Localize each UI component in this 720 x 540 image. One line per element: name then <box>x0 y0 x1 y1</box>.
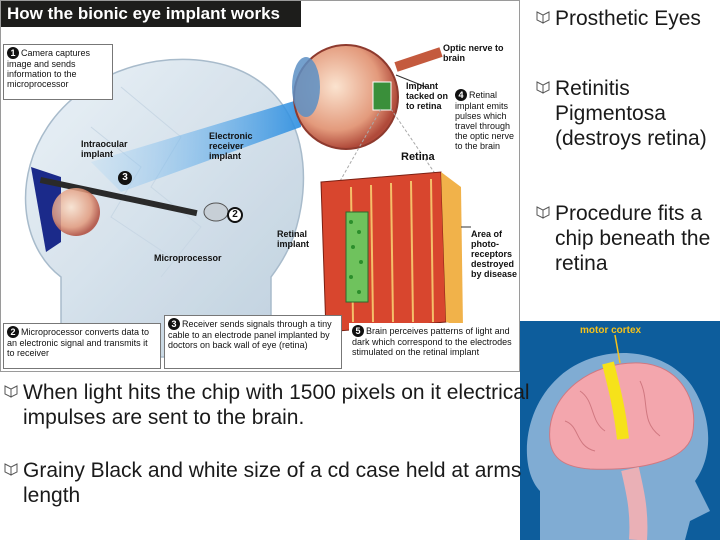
brain-illustration <box>526 334 710 540</box>
motor-cortex-label: motor cortex <box>580 325 642 336</box>
bullet-item: Grainy Black and white size of a cd case… <box>4 458 543 508</box>
bullet-text: Procedure fits a chip beneath the retina <box>555 202 711 275</box>
bullet-marker-icon <box>536 81 550 94</box>
intraocular-implant-label: Intraocular implant <box>81 139 128 159</box>
bullet-item: Retinitis Pigmentosa (destroys retina) <box>536 76 720 151</box>
bullet-text: When light hits the chip with 1500 pixel… <box>23 381 530 429</box>
step-2-text: Microprocessor converts data to an elect… <box>7 327 150 358</box>
step-4-number: 4 <box>455 89 467 101</box>
bullet-marker-icon <box>536 206 550 219</box>
bullet-text: Retinitis Pigmentosa (destroys retina) <box>555 77 707 150</box>
step-1-number: 1 <box>7 47 19 59</box>
bullet-text: Grainy Black and white size of a cd case… <box>23 459 522 507</box>
bullet-item: When light hits the chip with 1500 pixel… <box>4 380 543 430</box>
bullet-marker-icon <box>4 385 18 398</box>
step-2-marker: 2 <box>227 207 243 223</box>
step-3-number: 3 <box>168 318 180 330</box>
bullet-item: Prosthetic Eyes <box>536 6 720 31</box>
bullet-marker-icon <box>536 11 550 24</box>
bionic-eye-infographic: How the bionic eye implant works <box>0 0 520 372</box>
optic-nerve-label: Optic nerve to brain <box>443 43 504 63</box>
step-1-text: Camera captures image and sends informat… <box>7 48 91 89</box>
head-illustration <box>24 44 471 358</box>
step-3-text: Receiver sends signals through a tiny ca… <box>168 319 332 350</box>
bullet-text: Prosthetic Eyes <box>555 7 701 30</box>
bullet-item: Procedure fits a chip beneath the retina <box>536 201 720 276</box>
step-5-text: Brain perceives patterns of light and da… <box>352 326 512 357</box>
step-5-number: 5 <box>352 325 364 337</box>
infographic-title: How the bionic eye implant works <box>1 1 301 27</box>
electronic-receiver-label: Electronic receiver implant <box>209 131 253 161</box>
step-3-marker: 3 <box>118 171 132 185</box>
implant-tacked-label: Implant tacked on to retina <box>406 81 449 111</box>
retina-title: Retina <box>401 151 435 163</box>
brain-image-panel: motor cortex <box>520 321 720 540</box>
retinal-implant-label: Retinal implant <box>277 229 310 249</box>
microprocessor-label: Microprocessor <box>154 253 222 263</box>
step-4-text: Retinal implant emits pulses which trave… <box>455 90 515 151</box>
area-destroyed-label: Area of photo-receptors destroyed by dis… <box>471 229 518 279</box>
bullet-marker-icon <box>4 463 18 476</box>
step-2-number: 2 <box>7 326 19 338</box>
